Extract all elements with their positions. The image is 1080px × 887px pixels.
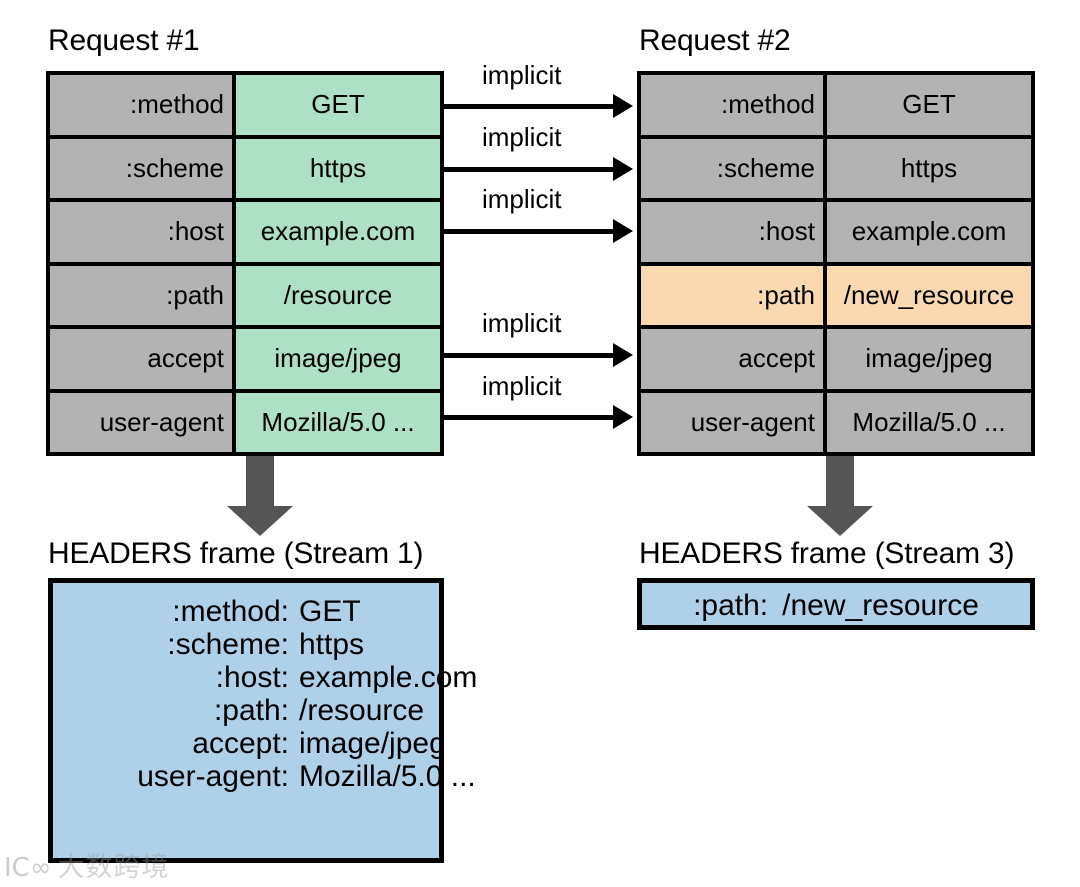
- header-value: image/jpeg: [236, 329, 440, 389]
- table-row: :path /resource: [50, 265, 440, 329]
- frame-line: :path: /resource: [53, 694, 439, 727]
- implicit-arrow-head-icon: [613, 405, 633, 429]
- table-row: :method GET: [641, 75, 1031, 139]
- header-key: user-agent: [50, 392, 236, 452]
- header-key: :scheme: [641, 138, 827, 198]
- table-row: :host example.com: [641, 202, 1031, 266]
- header-value: Mozilla/5.0 ...: [827, 392, 1031, 452]
- frame-line: :method: GET: [53, 595, 439, 628]
- frame-key: :method:: [172, 595, 289, 628]
- frame-key: :path:: [693, 589, 769, 622]
- implicit-arrow-head-icon: [613, 94, 633, 118]
- header-key: accept: [641, 329, 827, 389]
- implicit-arrow-line: [443, 229, 615, 234]
- table-row: :method GET: [50, 75, 440, 139]
- headers-frame-stream1: :method: GET :scheme: https :host: examp…: [48, 578, 478, 863]
- header-value: /new_resource: [827, 265, 1031, 325]
- frame-value: /new_resource: [782, 589, 979, 622]
- table-row-highlighted: :path /new_resource: [641, 265, 1031, 329]
- implicit-arrow-line: [443, 104, 615, 109]
- implicit-label: implicit: [482, 371, 562, 401]
- implicit-arrow-line: [443, 353, 615, 358]
- request2-table: :method GET :scheme https :host example.…: [637, 71, 1035, 456]
- frame-line: accept: image/jpeg: [53, 727, 446, 760]
- implicit-label: implicit: [482, 122, 562, 152]
- implicit-label: implicit: [482, 308, 562, 338]
- frame2-title: HEADERS frame (Stream 3): [639, 537, 1015, 570]
- header-value: Mozilla/5.0 ...: [236, 392, 440, 452]
- header-key: accept: [50, 329, 236, 389]
- frame-line: :host: example.com: [53, 661, 478, 694]
- implicit-arrow-head-icon: [613, 157, 633, 181]
- request1-title: Request #1: [48, 24, 200, 57]
- header-value: example.com: [236, 202, 440, 262]
- frame-value: image/jpeg: [299, 727, 446, 760]
- table-row: :host example.com: [50, 202, 440, 266]
- frame-key: accept:: [192, 727, 289, 760]
- frame-key: user-agent:: [137, 760, 289, 793]
- header-value: GET: [827, 75, 1031, 135]
- implicit-arrow-line: [443, 415, 615, 420]
- table-row: :scheme https: [50, 138, 440, 202]
- table-row: accept image/jpeg: [50, 329, 440, 393]
- frame-key: :path:: [213, 694, 289, 727]
- header-value: GET: [236, 75, 440, 135]
- implicit-label: implicit: [482, 184, 562, 214]
- header-value: image/jpeg: [827, 329, 1031, 389]
- header-key: :path: [641, 265, 827, 325]
- header-key: user-agent: [641, 392, 827, 452]
- frame-key: :scheme:: [167, 628, 289, 661]
- frame-line: user-agent: Mozilla/5.0 ...: [53, 760, 476, 793]
- header-key: :host: [641, 202, 827, 262]
- header-value: https: [236, 138, 440, 198]
- header-value: /resource: [236, 265, 440, 325]
- frame-line: :scheme: https: [53, 628, 439, 661]
- headers-frame-stream3: :path: /new_resource: [637, 578, 1035, 630]
- frame-value: example.com: [299, 661, 478, 694]
- watermark: IC∞ 大数跨境: [4, 854, 169, 881]
- frame-value: GET: [299, 595, 361, 628]
- table-row: user-agent Mozilla/5.0 ...: [641, 392, 1031, 452]
- header-key: :host: [50, 202, 236, 262]
- request2-title: Request #2: [639, 24, 791, 57]
- implicit-arrow-head-icon: [613, 343, 633, 367]
- table-row: user-agent Mozilla/5.0 ...: [50, 392, 440, 452]
- implicit-arrow-head-icon: [613, 219, 633, 243]
- frame-key: :host:: [215, 661, 289, 694]
- frame-value: https: [299, 628, 365, 661]
- frame-value: /resource: [299, 694, 425, 727]
- header-key: :path: [50, 265, 236, 325]
- implicit-arrow-line: [443, 167, 615, 172]
- watermark-text: 大数跨境: [57, 852, 170, 883]
- table-row: accept image/jpeg: [641, 329, 1031, 393]
- header-value: example.com: [827, 202, 1031, 262]
- request1-table: :method GET :scheme https :host example.…: [46, 71, 444, 456]
- watermark-logo-icon: IC∞: [4, 852, 52, 883]
- table-row: :scheme https: [641, 138, 1031, 202]
- header-key: :method: [641, 75, 827, 135]
- frame-line: :path: /new_resource: [642, 589, 1030, 622]
- header-key: :scheme: [50, 138, 236, 198]
- header-value: https: [827, 138, 1031, 198]
- down-arrow-stream1-icon: [220, 456, 300, 536]
- implicit-label: implicit: [482, 60, 562, 90]
- frame1-title: HEADERS frame (Stream 1): [48, 537, 424, 570]
- frame-value: Mozilla/5.0 ...: [299, 760, 476, 793]
- down-arrow-stream3-icon: [800, 456, 880, 536]
- header-key: :method: [50, 75, 236, 135]
